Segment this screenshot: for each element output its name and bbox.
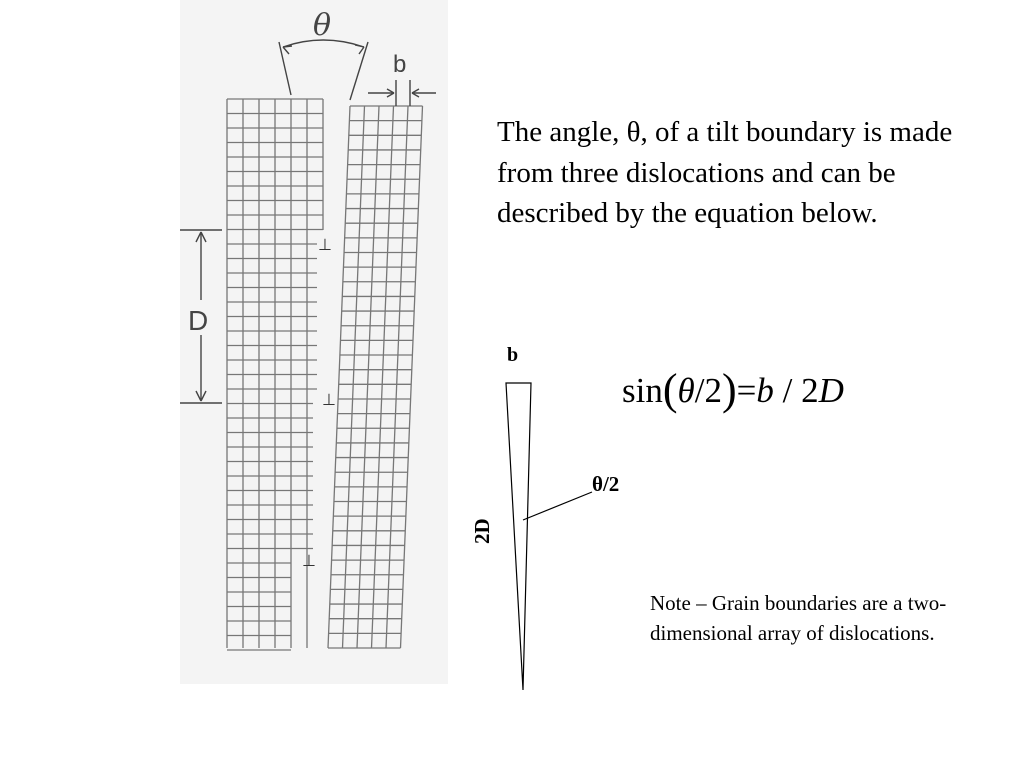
- triangle-2d-label: 2D: [470, 518, 494, 544]
- b-label-figure: b: [393, 51, 406, 78]
- left-crystal-grid: [226, 98, 324, 651]
- eq-d: D: [818, 371, 844, 410]
- dislocation-symbol-1: ⊥: [318, 237, 332, 254]
- b-dimension: [368, 80, 436, 106]
- theta-label: θ: [313, 8, 331, 43]
- angle-triangle: [505, 382, 593, 691]
- eq-close-paren: ): [721, 365, 737, 414]
- eq-b: b: [756, 371, 774, 410]
- right-crystal-grid: [327, 105, 424, 649]
- dislocation-symbol-3: ⊥: [302, 553, 316, 570]
- eq-slash-2: / 2: [773, 371, 819, 410]
- triangle-b-label: b: [507, 344, 519, 366]
- theta-half-leader-line: [522, 491, 593, 521]
- eq-sin: sin: [622, 371, 663, 410]
- main-description: The angle, θ, of a tilt boundary is made…: [497, 116, 953, 229]
- dislocation-symbol-2: ⊥: [322, 392, 336, 409]
- eq-theta: θ: [677, 371, 695, 410]
- theta-dimension: [278, 39, 369, 101]
- note-text: Note – Grain boundaries are a two-dimens…: [650, 591, 947, 645]
- triangle-angle-label: θ/2: [592, 472, 620, 496]
- eq-open-paren: (: [662, 365, 678, 414]
- figure-background: [180, 0, 448, 684]
- tilt-equation: sin(θ/2)=b / 2D: [622, 362, 844, 414]
- eq-slash-two: /2: [694, 371, 722, 410]
- d-dimension: [180, 229, 222, 404]
- d-label-figure: D: [188, 305, 208, 336]
- eq-equals: =: [736, 371, 757, 410]
